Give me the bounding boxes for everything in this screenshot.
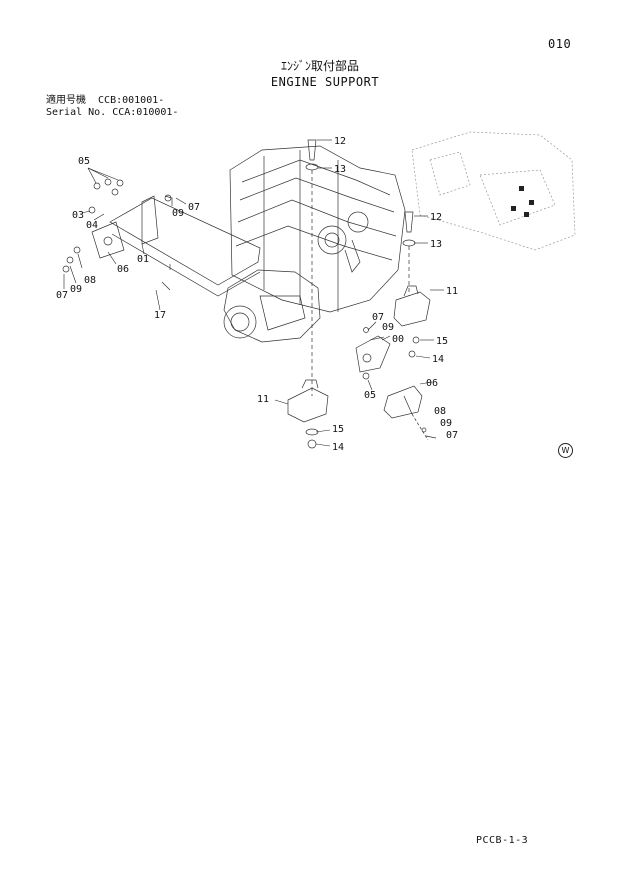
right-mount-assembly xyxy=(287,139,437,449)
callout-15-bottom: 15 xyxy=(332,424,344,435)
callout-05-left: 05 xyxy=(78,156,90,167)
callout-labels: 05 07 03 09 04 06 01 08 09 07 17 12 13 1… xyxy=(56,136,458,453)
callout-04: 04 xyxy=(86,220,98,231)
flywheel-housing xyxy=(223,269,321,343)
callout-09-mid: 09 xyxy=(382,322,394,333)
serial-block: 適用号機 CCB:001001- Serial No. CCA:010001- xyxy=(46,95,178,119)
callout-00: 00 xyxy=(392,334,404,345)
callout-03: 03 xyxy=(72,210,84,221)
serial-line-en: Serial No. CCA:010001- xyxy=(46,107,179,118)
callout-08-right: 08 xyxy=(434,406,446,417)
callout-06-left: 06 xyxy=(117,264,129,275)
title-english: ENGINE SUPPORT xyxy=(270,75,380,89)
callout-05-right: 05 xyxy=(364,390,376,401)
callout-09-left: 09 xyxy=(70,284,82,295)
callout-13-right: 13 xyxy=(430,239,442,250)
callout-15-right: 15 xyxy=(436,336,448,347)
callout-07-left-top: 07 xyxy=(188,202,200,213)
leader-lines xyxy=(63,139,444,447)
callout-09-right: 09 xyxy=(440,418,452,429)
callout-12-top: 12 xyxy=(334,136,346,147)
callout-06-right: 06 xyxy=(426,378,438,389)
callout-07-right: 07 xyxy=(446,430,458,441)
callout-01: 01 xyxy=(137,254,149,265)
transmission-sketch xyxy=(411,131,576,251)
callout-12-right: 12 xyxy=(430,212,442,223)
transmission-bosses xyxy=(511,186,534,217)
callout-13-top: 13 xyxy=(334,164,346,175)
engine-block xyxy=(229,145,406,313)
page-number: 010 xyxy=(548,37,572,51)
callout-11-right: 11 xyxy=(446,286,458,297)
w-mark: W xyxy=(558,443,573,458)
left-support-frame xyxy=(62,178,261,297)
callout-14-right: 14 xyxy=(432,354,444,365)
callout-11-left: 11 xyxy=(257,394,269,405)
callout-07-left: 07 xyxy=(56,290,68,301)
serial-line-jp: 適用号機 CCB:001001- xyxy=(46,95,165,106)
callout-17: 17 xyxy=(154,310,166,321)
callout-14-bottom: 14 xyxy=(332,442,344,453)
title-japanese: ｴﾝｼﾞﾝ取付部品 xyxy=(280,59,359,73)
callout-08-left: 08 xyxy=(84,275,96,286)
callout-07-mid: 07 xyxy=(372,312,384,323)
callout-09-left-top: 09 xyxy=(172,208,184,219)
footer-code: PCCB-1-3 xyxy=(476,835,529,846)
